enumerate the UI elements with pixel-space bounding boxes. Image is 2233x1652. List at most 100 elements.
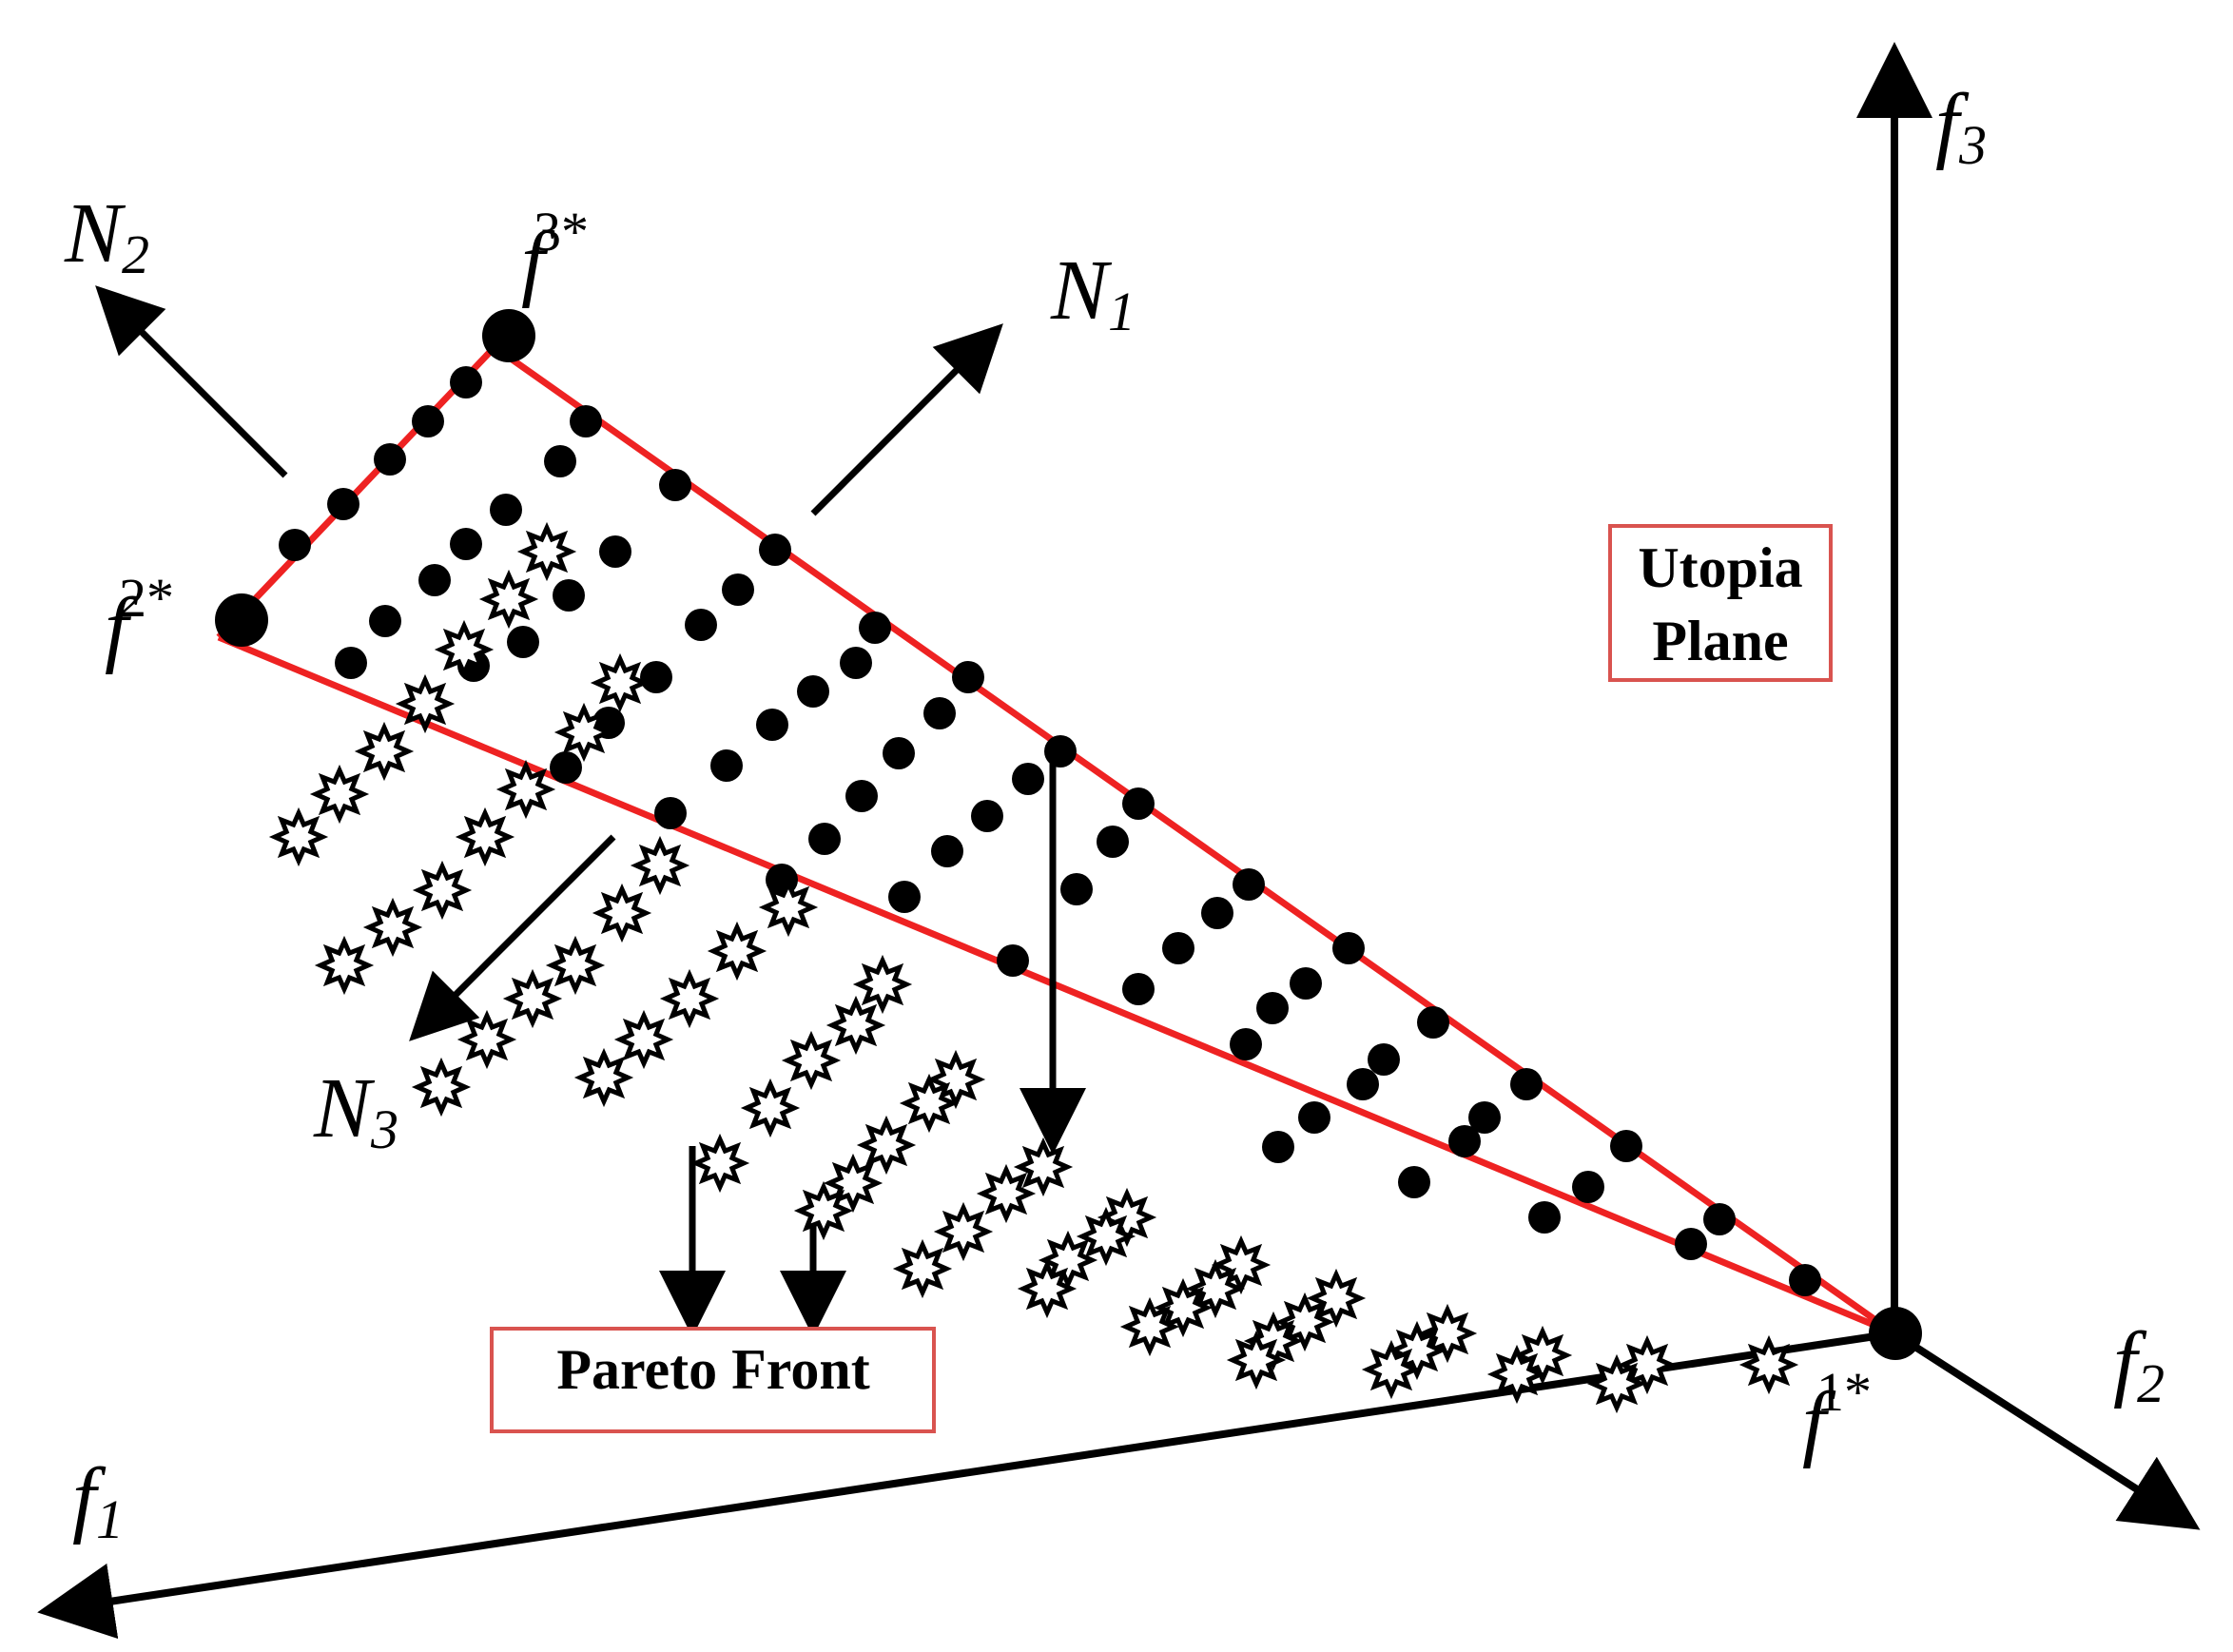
utopia-point bbox=[374, 443, 406, 476]
utopia-point bbox=[418, 564, 451, 596]
utopia-point bbox=[1703, 1203, 1736, 1235]
axis-f2 bbox=[1892, 1330, 2201, 1530]
utopia-point bbox=[640, 661, 672, 693]
pareto-point bbox=[856, 1115, 917, 1176]
label-n3: N3 bbox=[313, 1061, 398, 1160]
utopia-point bbox=[553, 579, 585, 612]
utopia-point bbox=[797, 675, 829, 708]
utopia-plane bbox=[216, 342, 1897, 1337]
utopia-point bbox=[1528, 1201, 1561, 1234]
pareto-point bbox=[899, 1073, 960, 1134]
pareto-point bbox=[852, 954, 913, 1015]
pareto-point bbox=[268, 807, 329, 867]
pareto-point bbox=[502, 968, 563, 1029]
pareto-point bbox=[362, 897, 423, 958]
utopia-point bbox=[1162, 932, 1194, 964]
utopia-point bbox=[1510, 1068, 1543, 1100]
utopia-point bbox=[1347, 1068, 1379, 1100]
utopia-point bbox=[369, 605, 401, 637]
utopia-point bbox=[570, 405, 602, 437]
utopia-plane-points bbox=[279, 366, 1821, 1296]
projection-arrows bbox=[659, 751, 1086, 1337]
utopia-label-line2: Plane bbox=[1652, 610, 1788, 672]
utopia-point bbox=[1262, 1131, 1294, 1163]
label-f1star: f1* bbox=[1802, 1361, 1872, 1469]
utopia-point bbox=[1256, 992, 1289, 1024]
pareto-point bbox=[1119, 1296, 1180, 1357]
pareto-point bbox=[630, 835, 690, 896]
utopia-point bbox=[808, 823, 841, 855]
utopia-plane-label-box: Utopia Plane bbox=[1608, 524, 1833, 682]
axis-f1 bbox=[37, 1330, 1895, 1640]
pareto-point bbox=[793, 1180, 854, 1241]
pareto-point bbox=[1076, 1206, 1136, 1267]
utopia-point bbox=[952, 661, 984, 693]
axes bbox=[37, 42, 2201, 1640]
utopia-point bbox=[923, 697, 956, 729]
normal-vectors bbox=[95, 285, 1003, 1041]
utopia-point bbox=[1290, 967, 1322, 1000]
label-f2: f2 bbox=[2113, 1315, 2165, 1414]
pareto-point bbox=[781, 1030, 842, 1091]
pareto-point bbox=[1738, 1334, 1799, 1395]
utopia-point bbox=[507, 626, 539, 658]
utopia-point bbox=[1368, 1043, 1400, 1076]
pareto-point bbox=[1153, 1277, 1214, 1338]
utopia-point bbox=[1789, 1264, 1821, 1296]
normal-n1-arrow bbox=[810, 323, 1003, 516]
pareto-point bbox=[740, 1078, 801, 1138]
pareto-point bbox=[478, 569, 539, 630]
label-n2: N2 bbox=[64, 186, 149, 285]
pareto-point bbox=[411, 1057, 472, 1118]
pareto-point bbox=[707, 921, 767, 981]
pareto-point bbox=[1617, 1334, 1678, 1395]
pareto-point bbox=[553, 702, 614, 763]
pareto-point bbox=[659, 968, 720, 1029]
utopia-point bbox=[1332, 932, 1365, 964]
utopia-point bbox=[685, 609, 717, 641]
utopia-point bbox=[450, 528, 482, 560]
pareto-point bbox=[758, 877, 819, 938]
pareto-point bbox=[1417, 1303, 1478, 1364]
utopia-point bbox=[550, 751, 582, 784]
pareto-point bbox=[516, 521, 577, 582]
pareto-label: Pareto Front bbox=[556, 1338, 869, 1401]
label-f1: f1 bbox=[72, 1451, 124, 1550]
anchor-f3star bbox=[482, 309, 535, 362]
utopia-point bbox=[931, 835, 963, 867]
utopia-point bbox=[840, 647, 872, 679]
pareto-point bbox=[590, 652, 650, 713]
utopia-point bbox=[1097, 826, 1129, 858]
anchor-f1star bbox=[1869, 1307, 1922, 1360]
pareto-point bbox=[309, 764, 370, 825]
label-f2star: f2* bbox=[105, 567, 174, 675]
utopia-point bbox=[412, 405, 444, 437]
utopia-point bbox=[1675, 1228, 1707, 1260]
pareto-point bbox=[1306, 1268, 1367, 1329]
utopia-point bbox=[599, 535, 631, 568]
utopia-point bbox=[997, 944, 1029, 977]
utopia-point bbox=[490, 494, 522, 526]
utopia-point bbox=[888, 881, 921, 913]
utopia-point bbox=[335, 647, 367, 679]
utopia-point bbox=[1468, 1101, 1501, 1134]
utopia-point bbox=[1298, 1101, 1330, 1134]
pareto-point bbox=[354, 721, 415, 782]
pareto-point bbox=[1185, 1258, 1246, 1319]
pareto-point bbox=[1013, 1137, 1074, 1197]
pareto-point bbox=[933, 1201, 994, 1262]
utopia-point bbox=[710, 749, 743, 782]
pareto-point bbox=[1226, 1330, 1287, 1390]
pareto-point bbox=[1361, 1339, 1422, 1400]
normal-n2-arrow bbox=[95, 285, 288, 478]
label-n1: N1 bbox=[1050, 243, 1136, 342]
utopia-point bbox=[1572, 1171, 1604, 1203]
pareto-point bbox=[412, 860, 473, 921]
normal-n3-arrow bbox=[409, 834, 616, 1041]
pareto-point bbox=[434, 619, 495, 680]
utopia-point bbox=[1417, 1006, 1449, 1039]
utopia-point bbox=[1448, 1125, 1481, 1157]
utopia-point bbox=[1122, 973, 1155, 1005]
pareto-point bbox=[613, 1009, 674, 1070]
